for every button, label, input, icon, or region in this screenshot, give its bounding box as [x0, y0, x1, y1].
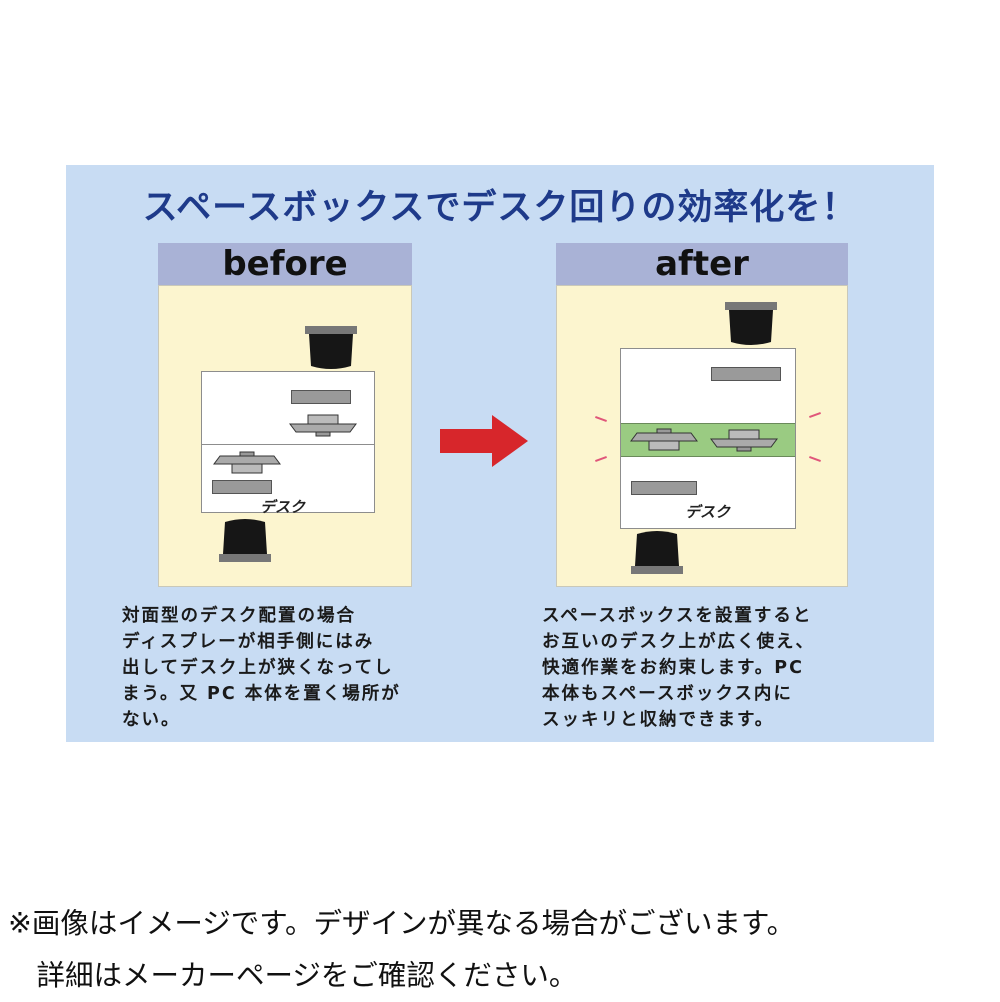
highlight-mark	[595, 416, 607, 422]
highlight-mark	[809, 412, 821, 418]
chair-icon	[631, 531, 683, 574]
after-scene: デスク	[556, 285, 848, 587]
monitor-icon	[630, 428, 698, 451]
arrow-right-icon	[440, 415, 528, 467]
pc-icon	[711, 367, 781, 381]
before-desk: デスク	[201, 371, 375, 516]
chair-icon	[305, 326, 357, 369]
chair-icon	[725, 302, 777, 345]
highlight-mark	[809, 456, 821, 462]
chair-icon	[219, 519, 271, 562]
highlight-mark	[595, 456, 607, 462]
before-desk-label: デスク	[260, 498, 306, 516]
monitor-icon	[213, 451, 281, 474]
info-panel: スペースボックスでデスク回りの効率化を！ before デスク	[66, 165, 934, 742]
after-desk-label: デスク	[685, 503, 731, 521]
pc-icon	[212, 480, 272, 494]
monitor-icon	[710, 429, 778, 452]
before-scene: デスク	[158, 285, 412, 587]
footnote: ※画像はイメージです。デザインが異なる場合がございます。 詳細はメーカーページを…	[8, 907, 796, 992]
before-caption: 対面型のデスク配置の場合 ディスプレーが相手側にはみ 出してデスク上が狭くなって…	[122, 606, 401, 730]
before-label: before	[158, 243, 412, 285]
monitor-icon	[289, 414, 357, 437]
pc-icon	[631, 481, 697, 495]
desk-divider	[202, 444, 374, 445]
headline: スペースボックスでデスク回りの効率化を！	[142, 188, 858, 228]
after-label: after	[556, 243, 848, 285]
after-caption: スペースボックスを設置すると お互いのデスク上が広く使え、 快適作業をお約束しま…	[542, 606, 815, 730]
after-desk: デスク	[620, 348, 796, 529]
pc-icon	[291, 390, 351, 404]
